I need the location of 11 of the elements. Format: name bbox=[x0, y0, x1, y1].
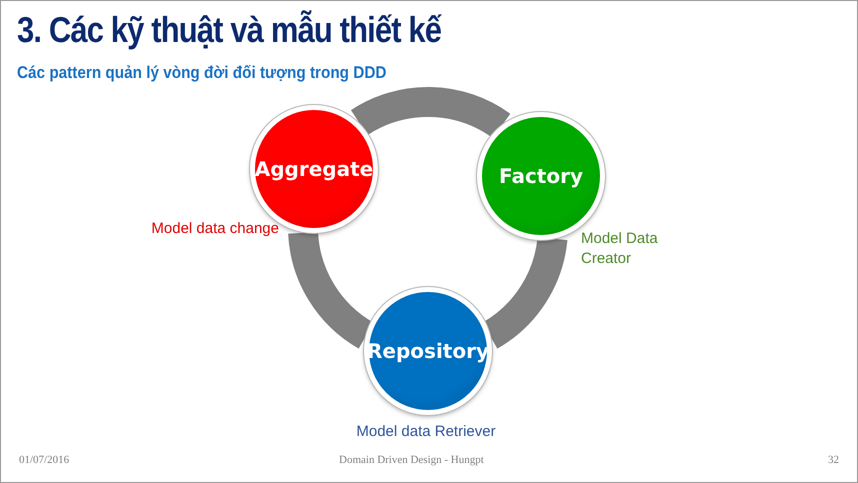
page-number: 32 bbox=[828, 454, 839, 466]
annotation-text: Model Data Creator bbox=[581, 229, 659, 269]
node-label: Aggregate bbox=[254, 157, 374, 181]
footer-text: Domain Driven Design - Hungpt bbox=[339, 454, 484, 466]
footer-date: 01/07/2016 bbox=[19, 454, 70, 466]
annotation-text: Model data Retriever bbox=[355, 422, 497, 442]
node-label: Repository bbox=[367, 339, 489, 363]
slide-title: 3. Các kỹ thuật và mẫu thiết kế bbox=[17, 9, 442, 51]
subtitle: Các pattern quản lý vòng đời đối tượng trong DDD bbox=[17, 63, 386, 83]
annotation-text: Model data change bbox=[151, 219, 279, 239]
node-label: Factory bbox=[498, 164, 584, 188]
